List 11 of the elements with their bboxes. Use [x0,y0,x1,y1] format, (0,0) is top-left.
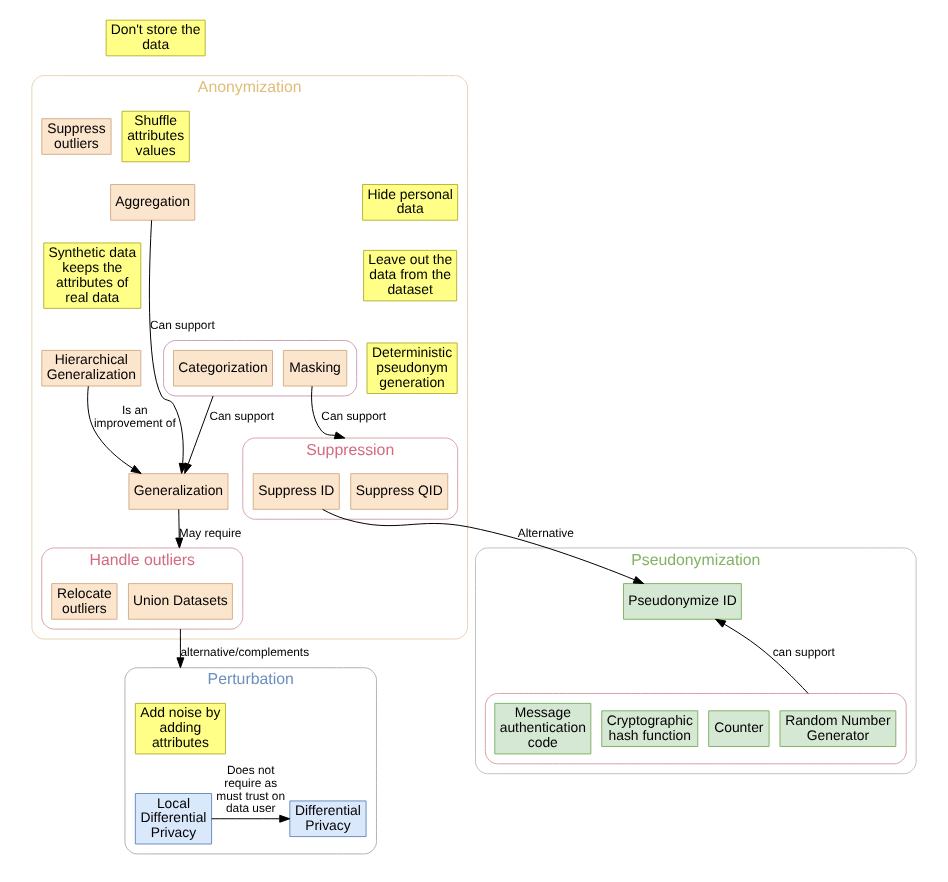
arrow [311,385,346,440]
arrow [175,508,184,549]
arrow [715,618,809,694]
arrow [87,385,142,475]
cluster [163,340,358,397]
arrow [211,814,291,823]
arrow [184,395,214,474]
arrow [148,219,187,474]
arrow [322,508,645,585]
arrow [176,628,185,669]
cluster [484,693,907,765]
